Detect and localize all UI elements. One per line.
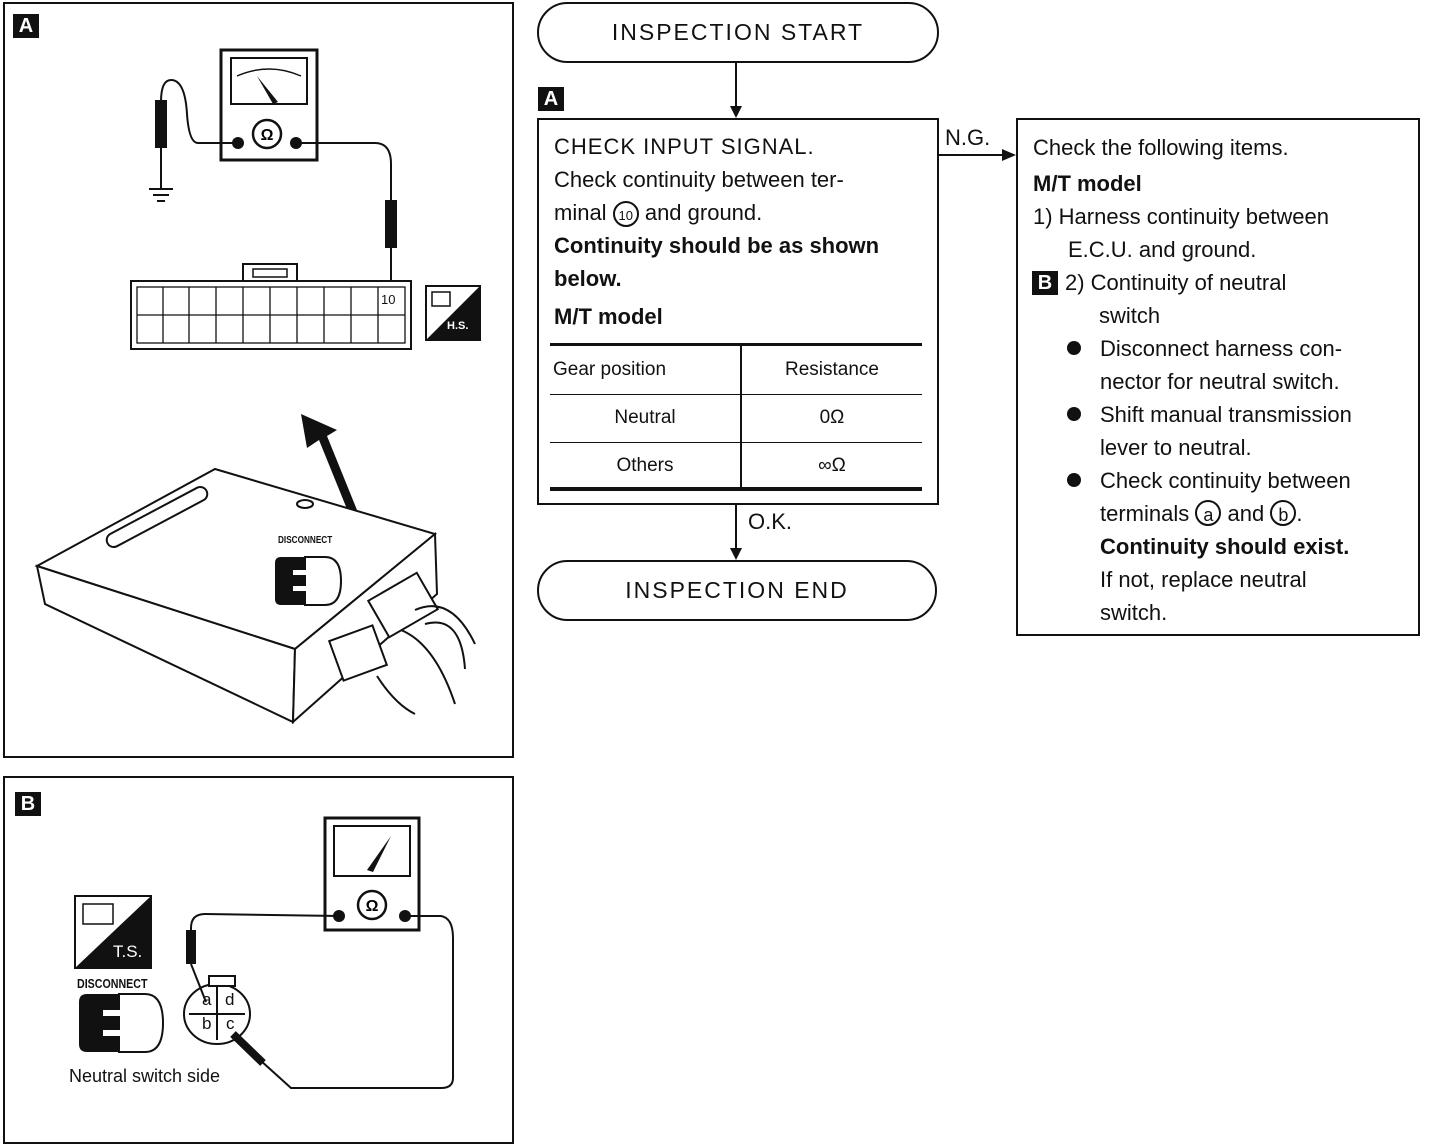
table-top-rule bbox=[550, 343, 922, 346]
step-a-tag: A bbox=[538, 87, 564, 111]
bullet-3-icon bbox=[1067, 473, 1081, 487]
col-resistance: Resistance bbox=[741, 346, 922, 395]
hs-badge-icon bbox=[425, 285, 481, 341]
ng-label: N.G. bbox=[945, 125, 991, 150]
ecu-connector-icon bbox=[130, 263, 412, 350]
terminal-a-label: a bbox=[202, 990, 212, 1009]
check-line-2-pre: minal bbox=[554, 200, 607, 225]
item2-line-b: switch bbox=[1099, 303, 1161, 328]
svg-text:Ω: Ω bbox=[261, 127, 274, 144]
check-line-1: Check continuity between ter- bbox=[554, 167, 844, 192]
bullet3-pre: terminals bbox=[1100, 501, 1190, 526]
bullet3-and: and bbox=[1227, 501, 1265, 526]
inspection-start: INSPECTION START bbox=[537, 2, 939, 63]
terminal-a-icon: a bbox=[1195, 500, 1222, 526]
check-line-2: minal 10 and ground. bbox=[554, 196, 762, 229]
ok-label: O.K. bbox=[748, 509, 793, 534]
check-line-2-post: and ground. bbox=[644, 200, 763, 225]
ohmmeter-icon: Ω bbox=[219, 48, 319, 162]
neutral-switch-connector-icon bbox=[183, 975, 251, 1045]
check-model: M/T model bbox=[554, 304, 663, 329]
col-gear-position: Gear position bbox=[550, 346, 742, 395]
bullet3-line-d: switch. bbox=[1100, 600, 1168, 625]
inspection-end: INSPECTION END bbox=[537, 560, 937, 621]
bullet2-line-a: Shift manual transmission bbox=[1100, 402, 1352, 427]
bullet3-line-b: terminals a and b. bbox=[1100, 497, 1302, 530]
bullet3-line-c: If not, replace neutral bbox=[1100, 567, 1307, 592]
panel-b: B Ω bbox=[3, 776, 514, 1144]
terminal-d-label: d bbox=[225, 990, 235, 1009]
ng-intro: Check the following items. bbox=[1033, 135, 1289, 160]
panel-a-illustration: Ω bbox=[34, 48, 481, 725]
terminal-c-label: c bbox=[226, 1014, 235, 1033]
check-bold-2: below. bbox=[554, 266, 622, 291]
ts-badge-label: T.S. bbox=[113, 942, 143, 961]
ground-icon bbox=[149, 188, 173, 202]
panel-b-tag: B bbox=[15, 792, 41, 816]
disconnect-label: DISCONNECT bbox=[77, 976, 148, 991]
check-input-signal-box: CHECK INPUT SIGNAL. Check continuity bet… bbox=[537, 118, 939, 505]
panel-a-tag: A bbox=[13, 14, 39, 38]
bullet3-line-a: Check continuity between bbox=[1100, 468, 1351, 493]
ng-check-items-box: Check the following items. M/T model 1) … bbox=[1016, 118, 1420, 636]
disconnect-icon bbox=[79, 993, 165, 1053]
ts-badge-icon bbox=[74, 895, 152, 969]
neutral-switch-caption: Neutral switch side bbox=[69, 1066, 221, 1086]
bullet1-line-b: nector for neutral switch. bbox=[1100, 369, 1340, 394]
bullet3-post: . bbox=[1296, 501, 1303, 526]
row-others-gear: Others bbox=[550, 442, 742, 490]
item2-line-a: 2) Continuity of neutral bbox=[1065, 270, 1287, 295]
bullet-2-icon bbox=[1067, 407, 1081, 421]
panel-b-illustration: Ω bbox=[74, 816, 454, 1089]
row-neutral-gear: Neutral bbox=[550, 394, 742, 443]
resistance-table: Gear position Resistance Neutral 0Ω Othe… bbox=[550, 346, 922, 490]
row-neutral-resistance: 0Ω bbox=[741, 394, 922, 443]
bullet-1-icon bbox=[1067, 341, 1081, 355]
terminal-10-icon: 10 bbox=[612, 201, 639, 227]
terminal-b-label: b bbox=[202, 1014, 212, 1033]
check-bold-1: Continuity should be as shown bbox=[554, 233, 880, 258]
hs-badge-label: H.S. bbox=[447, 320, 469, 332]
harness-connector-icon bbox=[327, 571, 476, 715]
item2-tag-b: B bbox=[1032, 271, 1058, 295]
bullet3-bold: Continuity should exist. bbox=[1100, 534, 1350, 559]
ng-model: M/T model bbox=[1033, 171, 1142, 196]
check-title: CHECK INPUT SIGNAL. bbox=[554, 134, 815, 159]
ohmmeter-icon: Ω bbox=[323, 816, 421, 932]
disconnect-icon bbox=[275, 556, 343, 606]
row-others-resistance: ∞Ω bbox=[818, 455, 846, 477]
disconnect-label: DISCONNECT bbox=[278, 535, 333, 546]
item1-line-a: 1) Harness continuity between bbox=[1033, 204, 1329, 229]
connector-terminal-label: 10 bbox=[381, 292, 396, 307]
terminal-b-icon: b bbox=[1270, 500, 1297, 526]
panel-a: A Ω bbox=[3, 2, 514, 758]
svg-text:Ω: Ω bbox=[366, 898, 379, 915]
bullet2-line-b: lever to neutral. bbox=[1100, 435, 1252, 460]
item1-line-b: E.C.U. and ground. bbox=[1068, 237, 1257, 262]
bullet1-line-a: Disconnect harness con- bbox=[1100, 336, 1343, 361]
